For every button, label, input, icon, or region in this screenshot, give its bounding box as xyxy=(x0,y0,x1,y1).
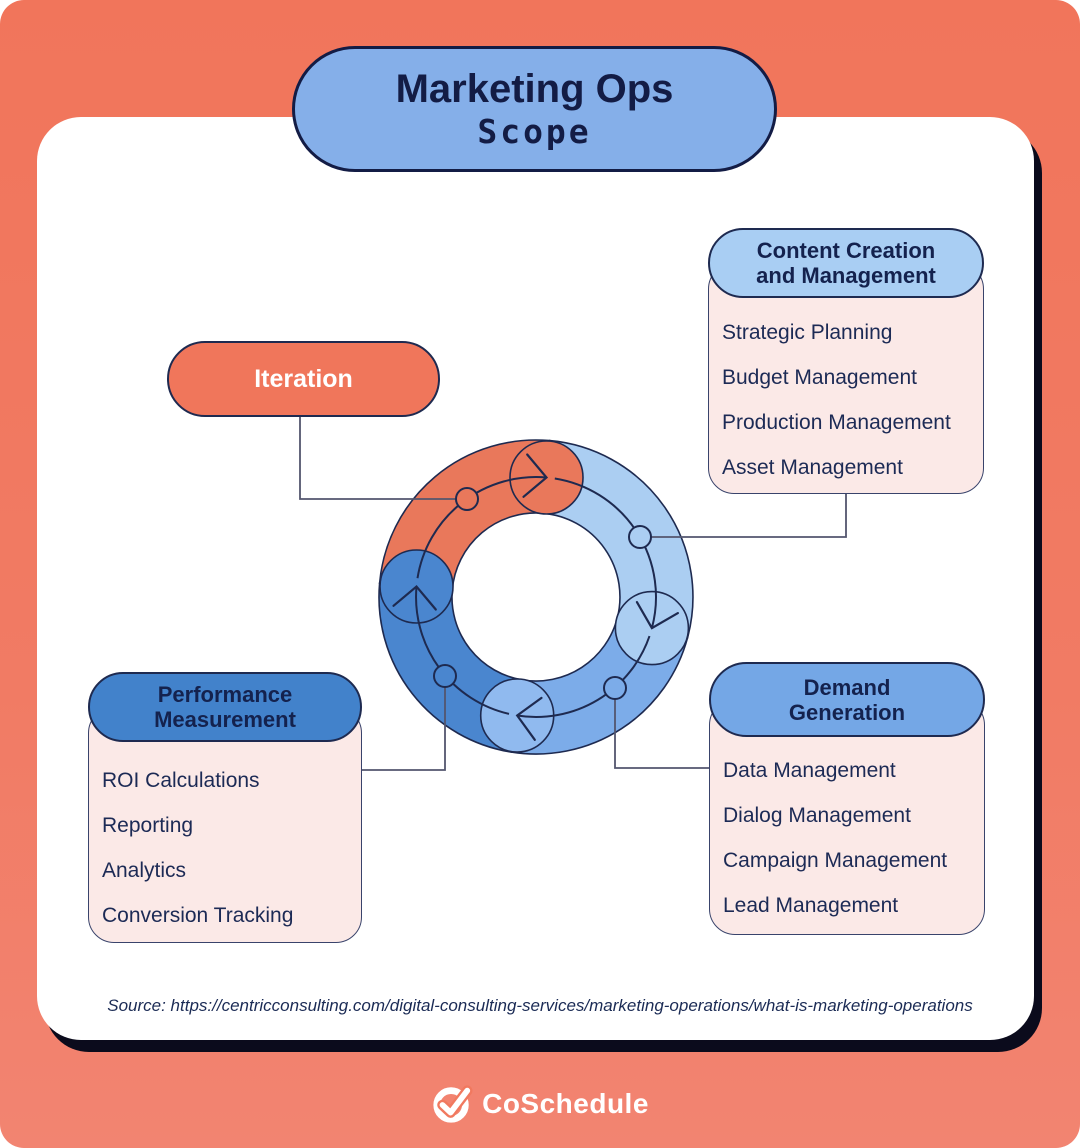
flow-line-medium-blue xyxy=(517,635,651,718)
list-item: Campaign Management xyxy=(723,848,948,872)
arrow-left-icon xyxy=(515,696,543,741)
page-title: Marketing Ops xyxy=(395,67,674,111)
list-item: ROI Calculations xyxy=(102,768,260,792)
source-citation: Source: https://centricconsulting.com/di… xyxy=(107,996,973,1015)
demand-generation-header: Demand Generation xyxy=(709,662,985,737)
header-line: Measurement xyxy=(154,707,296,732)
connector-demand xyxy=(614,688,709,769)
list-item: Strategic Planning xyxy=(722,320,893,344)
content-creation-body: Strategic Planning Budget Management Pro… xyxy=(708,263,984,494)
header-line: Content Creation xyxy=(756,238,936,263)
list-item: Reporting xyxy=(102,813,194,837)
page-subtitle: Scope xyxy=(477,112,592,151)
performance-measurement-body: ROI Calculations Reporting Analytics Con… xyxy=(88,707,362,943)
list-item: Lead Management xyxy=(723,893,899,917)
header-line: Generation xyxy=(788,699,906,725)
arrow-down-icon xyxy=(635,600,680,630)
list-item: Conversion Tracking xyxy=(102,903,294,927)
title-pill: Marketing Ops Scope xyxy=(292,46,777,172)
list-item: Dialog Management xyxy=(723,803,911,827)
arrow-up-icon xyxy=(392,584,437,611)
coschedule-check-icon xyxy=(433,1085,473,1123)
demand-generation-box: Data Management Dialog Management Campai… xyxy=(709,662,985,935)
demand-generation-body: Data Management Dialog Management Campai… xyxy=(709,699,985,935)
header-line: and Management xyxy=(756,263,936,288)
header-line: Demand xyxy=(803,674,891,700)
content-creation-box: Strategic Planning Budget Management Pro… xyxy=(708,228,984,495)
connector-iteration xyxy=(299,417,467,500)
connector-performance xyxy=(362,676,446,771)
list-item: Data Management xyxy=(723,758,896,782)
list-item: Analytics xyxy=(102,858,187,882)
iteration-pill: Iteration xyxy=(167,341,440,417)
performance-measurement-header: Performance Measurement xyxy=(88,672,362,742)
node-content xyxy=(628,525,652,549)
node-demand xyxy=(603,676,627,700)
list-item: Production Management xyxy=(722,410,951,434)
arrow-right-icon xyxy=(522,453,549,498)
performance-measurement-box: ROI Calculations Reporting Analytics Con… xyxy=(88,672,362,943)
node-performance xyxy=(433,664,457,688)
iteration-label: Iteration xyxy=(254,364,353,393)
brand-logo: CoSchedule xyxy=(0,1082,1080,1126)
node-iteration xyxy=(455,487,479,511)
list-item: Asset Management xyxy=(722,455,903,479)
list-item: Budget Management xyxy=(722,365,917,389)
connector-content xyxy=(640,494,847,538)
header-line: Performance xyxy=(157,682,293,707)
brand-name: CoSchedule xyxy=(482,1088,649,1119)
content-creation-header: Content Creation and Management xyxy=(708,228,984,298)
